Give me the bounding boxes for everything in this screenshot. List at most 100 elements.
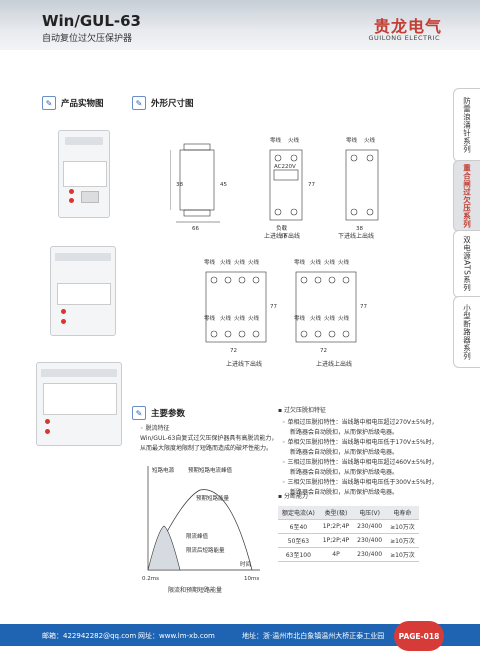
wire-label: 火线	[338, 314, 350, 322]
curve-t1: 0.2ms	[142, 576, 159, 582]
side-tab-ats[interactable]: 双电源ATS系列	[453, 230, 480, 298]
dim-label: 36	[280, 234, 287, 240]
table-header-cell: 电压(V)	[353, 506, 387, 520]
table-cell: 230/400	[353, 519, 387, 534]
trip-item-line: 新路器会自动脱扣，从而保护后级电器。	[290, 469, 399, 476]
dim-label: 38	[176, 182, 183, 188]
front-view-right	[345, 149, 379, 221]
wire-label: 火线	[324, 258, 336, 266]
footer-address: 地址：浙·温州市北白象镇温州大桥正泰工业园	[242, 632, 385, 640]
load-label: 负载	[276, 224, 288, 232]
table-cell: 230/400	[353, 533, 387, 548]
side-tab-reclosing[interactable]: 重合闸过欠压系列	[453, 160, 480, 232]
wire-label: 火线	[234, 314, 246, 322]
capacity-table-header: 额定电流(A)类型(极)电压(V)电寿命	[278, 506, 419, 520]
wire-label: 火线	[248, 314, 260, 322]
dimension-diagram-2p: 38 45 66 零线 火线 AC220V 负载 36 77 零线 火线 38	[170, 136, 379, 240]
page-number-badge: PAGE-018	[394, 621, 444, 651]
side-tab-mcb[interactable]: 小型断路器系列	[453, 296, 480, 368]
brand-logo-text: 贵龙电气	[373, 17, 442, 36]
param-left-desc-2: 从而最大限度地限制了短路而造成的破坏性能力。	[140, 445, 273, 452]
footer-email: 邮箱：422942282@qq.com	[42, 632, 137, 640]
footer-bar: 邮箱：422942282@qq.com 网址：www.lm-xb.com 地址：…	[0, 624, 480, 646]
param-left-title-text: 脱流特征	[145, 425, 170, 432]
wire-label: 火线	[338, 258, 350, 266]
device-photo-4p	[36, 362, 122, 446]
pencil-icon: ✎	[132, 406, 146, 420]
table-header-cell: 类型(极)	[318, 506, 354, 520]
dim-label: 38	[356, 226, 363, 232]
wire-label: 火线	[220, 314, 232, 322]
wire-label: 零线	[270, 136, 282, 144]
caption-left-2: 上进线下出线	[226, 361, 263, 368]
wire-label: 火线	[234, 258, 246, 266]
trip-item-line: 新路器会自动脱扣，从而保护后级电器。	[290, 429, 399, 436]
section-dimensions: ✎ 外形尺寸图	[132, 96, 194, 110]
model-subtitle: 自动复位过欠压保护器	[42, 34, 133, 44]
dim-label: 77	[270, 304, 277, 310]
brand-english: GUILONG ELECTRIC	[368, 34, 440, 42]
caption-left-1: 上进线下出线	[264, 233, 301, 240]
side-tab-surge[interactable]: 防雷浪涌针系列	[453, 88, 480, 162]
section-product-photo-label: 产品实物图	[61, 99, 104, 109]
footer-site: 网址：www.lm-xb.com	[138, 632, 215, 640]
table-cell: 63至100	[278, 547, 319, 562]
caption-right-2: 上进线上出线	[316, 361, 353, 368]
table-cell: 1P;2P;4P	[318, 519, 354, 534]
table-cell: ≥10万次	[386, 519, 419, 534]
dimension-diagram-4p: 零线 火线 火线 火线 零线 火线 火线 火线 72 77 零线 火线 火线 火…	[204, 258, 367, 354]
device-photo-2p	[58, 130, 110, 218]
curve-xlabel: 时间	[240, 560, 251, 568]
table-cell: 1P;2P;4P	[318, 533, 354, 548]
table-cell: 6至40	[278, 519, 319, 534]
dim-label: 66	[192, 226, 199, 232]
section-dimensions-label: 外形尺寸图	[151, 99, 194, 109]
capacity-title: ▪ 分断能力	[278, 493, 308, 500]
pencil-icon: ✎	[42, 96, 56, 110]
wire-label: 零线	[204, 258, 216, 266]
curve-label-limit-energy: 限流后短路能量	[186, 546, 225, 554]
front-view-left	[269, 149, 303, 221]
curve-t2: 10ms	[244, 576, 259, 582]
trip-item-line: ◦ 三相欠压脱扣特性：当线路中相电压低于300V±5%时，	[282, 479, 438, 486]
wire-label: 火线	[310, 258, 322, 266]
table-cell: 50至63	[278, 533, 319, 548]
front-view-4p-left	[205, 271, 267, 343]
wire-label: 零线	[346, 136, 358, 144]
section-parameters: ✎ 主要参数	[132, 406, 185, 420]
param-left-title: ◦ 脱流特征	[140, 425, 170, 432]
section-product-photo: ✎ 产品实物图	[42, 96, 104, 110]
device-photo-3p	[50, 246, 116, 336]
section-parameters-label: 主要参数	[151, 409, 186, 419]
wire-label: 零线	[294, 258, 306, 266]
front-view-4p-right	[295, 271, 357, 343]
trip-item-line: 新路器会自动脱扣，从而保护后级电器。	[290, 449, 399, 456]
param-right-title: ▪ 过欠压脱扣特征	[278, 407, 326, 414]
trip-item-line: ◦ 三相过压脱扣特性：当线路中相电压超过460V±5%时，	[282, 459, 438, 466]
param-right-title-text: 过欠压脱扣特征	[283, 407, 326, 414]
header-band: Win/GUL-63 自动复位过欠压保护器 贵龙电气 GUILONG ELECT…	[0, 0, 480, 50]
voltage-label: AC220V	[274, 164, 296, 170]
current-limit-curve: 短路电源 预期短路电流峰值 预期短路能量 限流峰值 限流后短路能量 时间 0.2…	[142, 466, 260, 582]
param-left-desc-1: Win/GUL-63自复式过欠压保护器具有高脱流能力，	[140, 435, 278, 442]
curve-ylabel: 短路电源	[152, 466, 175, 474]
wire-label: 火线	[364, 136, 376, 144]
wire-label: 火线	[248, 258, 260, 266]
table-header-cell: 额定电流(A)	[278, 506, 319, 520]
wire-label: 零线	[294, 314, 306, 322]
wire-label: 零线	[204, 314, 216, 322]
dim-label: 45	[220, 182, 227, 188]
trip-item-line: ◦ 单相欠压脱扣特性：当线路中相电压低于170V±5%时，	[282, 439, 438, 446]
dim-label: 77	[308, 182, 315, 188]
table-header-cell: 电寿命	[386, 506, 419, 520]
capacity-title-text: 分断能力	[283, 493, 308, 500]
caption-right-1: 下进线上出线	[338, 233, 375, 240]
curve-label-peak: 预期短路电流峰值	[188, 466, 233, 474]
dim-label: 72	[230, 348, 237, 354]
table-cell: 4P	[318, 547, 354, 562]
table-cell: ≥10万次	[386, 547, 419, 562]
wire-label: 火线	[288, 136, 300, 144]
